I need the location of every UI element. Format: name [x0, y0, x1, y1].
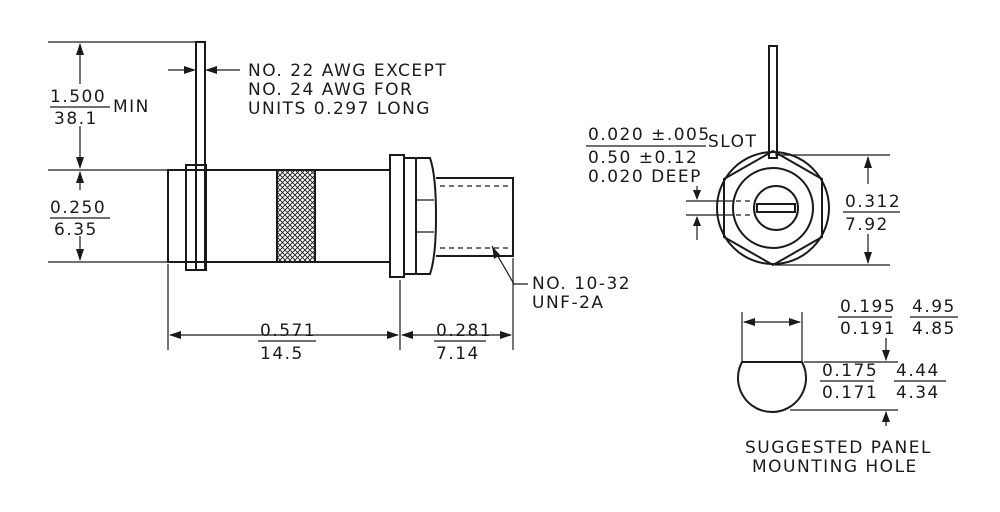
body-dia-in-label: 0.250	[50, 198, 106, 218]
hole-h-in-min: 0.171	[822, 383, 878, 403]
wire-note-line3: UNITS 0.297 LONG	[248, 99, 431, 119]
front-wire-lead	[768, 45, 778, 159]
height-suffix-label: MIN	[113, 97, 150, 117]
panel-caption-line1: SUGGESTED PANEL	[745, 438, 932, 458]
screwdriver-slot	[756, 203, 796, 213]
hex-in-label: 0.312	[845, 192, 901, 212]
front-hex-nut	[723, 149, 823, 267]
hex-dimension	[775, 154, 890, 266]
hole-h-in-max: 0.175	[822, 361, 878, 381]
bushing-circle	[732, 167, 814, 249]
panel-hole	[737, 312, 898, 426]
wire-note-line1: NO. 22 AWG EXCEPT	[248, 61, 447, 81]
hole-w-in-min: 0.191	[840, 319, 896, 339]
slot-dimension	[686, 186, 734, 240]
height-mm-label: 38.1	[54, 109, 98, 129]
wire-note-line2: NO. 24 AWG FOR	[248, 80, 413, 100]
height-dimension	[48, 41, 196, 263]
height-in-label: 1.500	[50, 87, 106, 107]
thread-leader	[491, 245, 528, 285]
hole-h-mm-min: 4.34	[896, 383, 940, 403]
body-len-in-label: 0.571	[260, 321, 316, 341]
body-len-mm-label: 14.5	[260, 344, 304, 364]
panel-hole-outline	[737, 361, 807, 413]
lock-washer	[403, 157, 417, 275]
length-dimensions	[167, 258, 514, 350]
front-view	[716, 45, 830, 267]
slot-line3: 0.020 DEEP	[588, 167, 702, 187]
front-washer	[389, 154, 405, 278]
hex-mm-label: 7.92	[845, 215, 889, 235]
wire-callout	[168, 66, 240, 74]
threaded-bushing	[436, 177, 514, 257]
hole-w-mm-max: 4.95	[912, 297, 956, 317]
thread-len-mm-label: 7.14	[436, 344, 480, 364]
side-view	[167, 41, 514, 278]
thread-note-line2: UNF-2A	[532, 293, 605, 313]
hole-w-in-max: 0.195	[840, 297, 896, 317]
knurled-band	[276, 169, 316, 263]
slot-suffix: SLOT	[708, 132, 757, 152]
panel-caption-line2: MOUNTING HOLE	[752, 457, 918, 477]
slot-line1: 0.020 ±.005	[588, 125, 711, 145]
thread-note-line1: NO. 10-32	[532, 274, 631, 294]
wire-lead	[195, 41, 206, 271]
hex-nut	[415, 157, 438, 275]
body-dia-mm-label: 6.35	[54, 220, 98, 240]
thread-len-in-label: 0.281	[436, 321, 492, 341]
hole-h-mm-max: 4.44	[896, 361, 940, 381]
hole-w-mm-min: 4.85	[912, 319, 956, 339]
shaft-circle	[753, 185, 799, 231]
slot-line2: 0.50 ±0.12	[588, 148, 698, 168]
